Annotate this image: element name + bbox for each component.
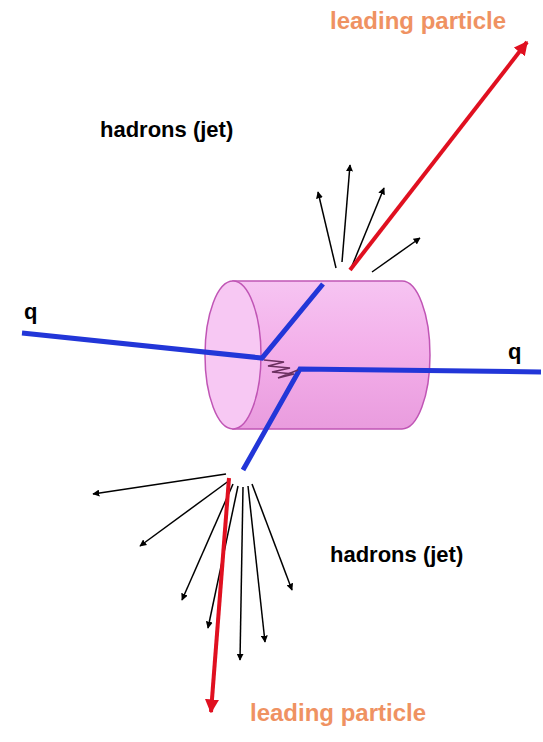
quark-label: q [24, 300, 37, 324]
jet-label: hadrons (jet) [100, 118, 233, 142]
lower-jet-hadrons [93, 474, 292, 660]
gluon-zigzag [264, 360, 298, 378]
quark-lines [22, 284, 541, 470]
leading-particle-arrow [350, 42, 527, 270]
particle-label: leading particle [330, 8, 506, 34]
upper-jet-hadrons [318, 165, 420, 272]
leading-particle-arrow [211, 478, 229, 712]
jet-label: hadrons (jet) [330, 543, 463, 567]
particle-label: leading particle [250, 700, 426, 726]
quark-label: q [508, 340, 521, 364]
